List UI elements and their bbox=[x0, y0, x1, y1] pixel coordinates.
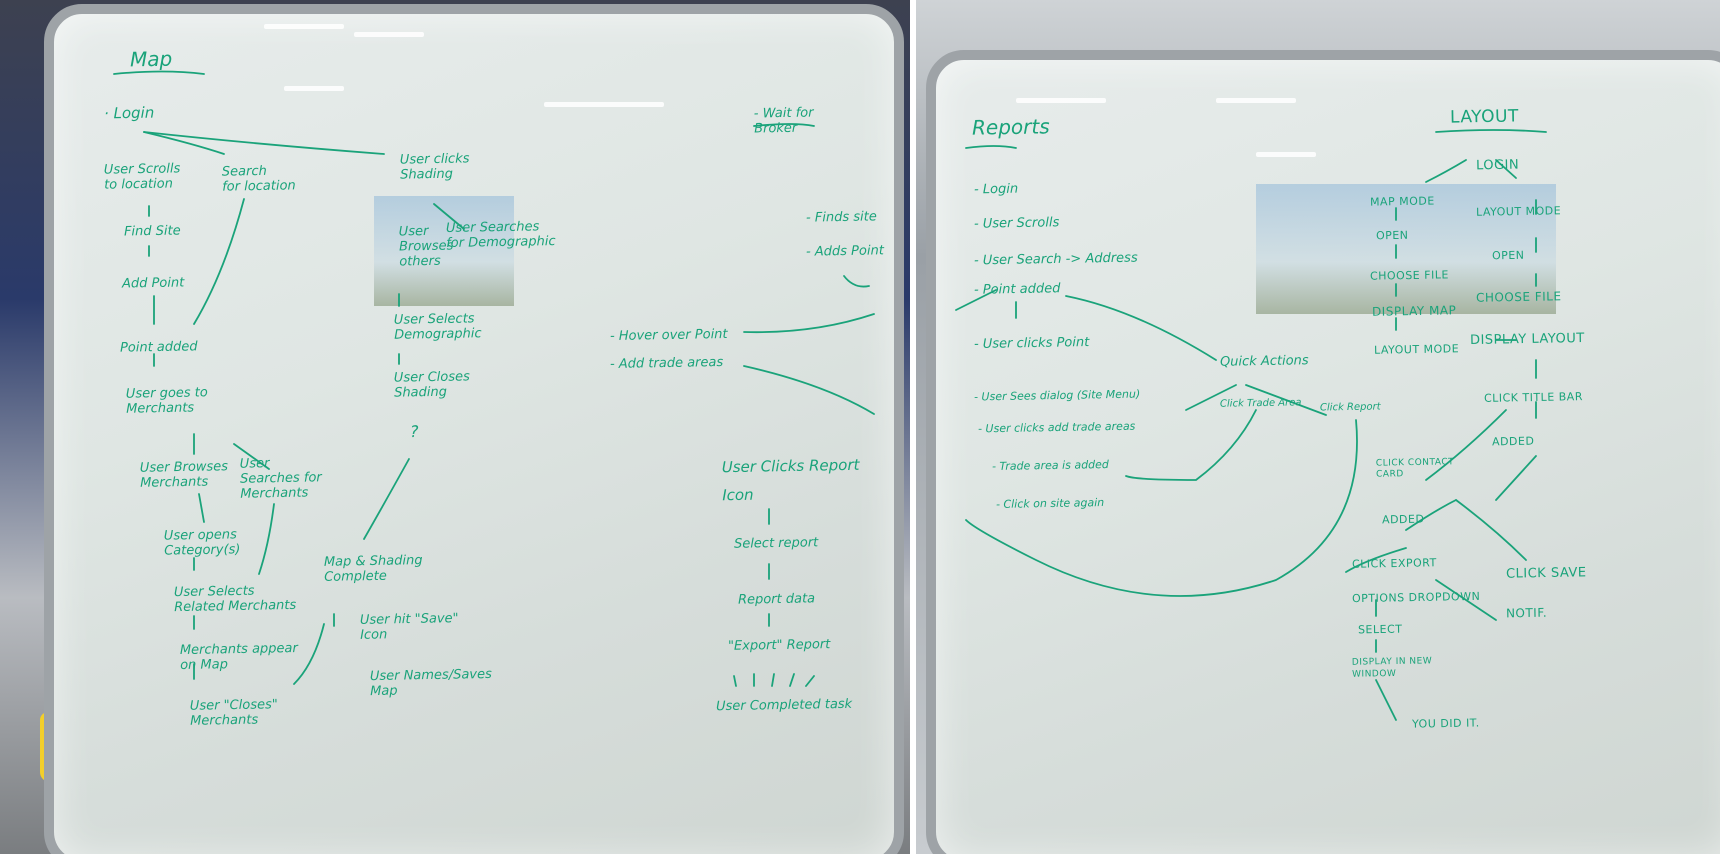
map-user-completed-task: User Completed task bbox=[715, 696, 853, 715]
map-user-names-saves: User Names/Saves Map bbox=[369, 666, 492, 700]
map-user-selects-demographic: User Selects Demographic bbox=[393, 311, 482, 343]
ceiling-light-reflection bbox=[264, 24, 344, 29]
layout-notif: NOTIF. bbox=[1505, 605, 1548, 621]
map-user-clicks-shading: User clicks Shading bbox=[399, 151, 470, 183]
layout-added-b: ADDED bbox=[1381, 512, 1425, 527]
layout-you-did-it: YOU DID IT. bbox=[1411, 716, 1480, 731]
map-report-data: Report data bbox=[737, 591, 816, 608]
map-export-report: "Export" Report bbox=[727, 637, 831, 654]
reports-user-scrolls: - User Scrolls bbox=[973, 215, 1060, 232]
layout-display-map: DISPLAY MAP bbox=[1371, 303, 1457, 319]
layout-open-a: OPEN bbox=[1375, 228, 1409, 243]
window-reflection bbox=[1256, 184, 1556, 314]
map-user-clicks-report: User Clicks Report Icon bbox=[721, 455, 860, 505]
left-whiteboard-photo: Map · Login User Scrolls to location Sea… bbox=[0, 0, 910, 854]
map-whiteboard: Map · Login User Scrolls to location Sea… bbox=[44, 4, 904, 854]
reports-layout-whiteboard: Reports - Login - User Scrolls - User Se… bbox=[926, 50, 1720, 854]
map-user-opens: User opens Category(s) bbox=[163, 527, 241, 559]
map-add-trade-areas: - Add trade areas bbox=[609, 355, 724, 372]
map-user-hit-save: User hit "Save" Icon bbox=[359, 611, 459, 643]
map-search-location: Search for location bbox=[221, 163, 296, 195]
layout-title: LAYOUT bbox=[1449, 106, 1520, 128]
map-login: · Login bbox=[103, 103, 155, 123]
map-select-report: Select report bbox=[733, 535, 819, 552]
layout-choose-file-b: CHOOSE FILE bbox=[1475, 289, 1562, 305]
reports-login: - Login bbox=[973, 181, 1019, 198]
layout-options-dropdown: OPTIONS DROPDOWN bbox=[1351, 589, 1481, 606]
map-user-scrolls: User Scrolls to location bbox=[103, 161, 181, 193]
layout-choose-file-a: CHOOSE FILE bbox=[1369, 268, 1449, 283]
map-adds-point: - Adds Point bbox=[805, 243, 884, 260]
map-wait-for-broker: - Wait for Broker bbox=[753, 105, 814, 137]
reports-user-clicks-add-trade: - User clicks add trade areas bbox=[977, 419, 1136, 436]
layout-display-layout: DISPLAY LAYOUT bbox=[1469, 330, 1585, 349]
map-user-closes: User "Closes" Merchants bbox=[189, 697, 278, 729]
map-hover-over-point: - Hover over Point bbox=[609, 326, 728, 345]
map-add-point: Add Point bbox=[121, 275, 185, 292]
reports-quick-actions: Quick Actions bbox=[1219, 353, 1309, 370]
map-shading-complete: Map & Shading Complete bbox=[323, 553, 423, 585]
map-title: Map bbox=[129, 46, 173, 72]
ceiling-light-reflection bbox=[1016, 98, 1106, 103]
ceiling-light-reflection bbox=[544, 102, 664, 107]
layout-open-b: OPEN bbox=[1491, 248, 1525, 263]
map-question-mark: ? bbox=[409, 421, 419, 442]
reports-user-clicks-point: - User clicks Point bbox=[973, 334, 1090, 353]
layout-added-a: ADDED bbox=[1491, 434, 1535, 449]
layout-display-new-window: DISPLAY IN NEW WINDOW bbox=[1351, 656, 1433, 680]
ceiling-light-reflection bbox=[354, 32, 424, 37]
map-user-goes-to: User goes to Merchants bbox=[125, 385, 208, 417]
layout-click-export: CLICK EXPORT bbox=[1351, 556, 1437, 571]
map-user-selects-related: User Selects Related Merchants bbox=[173, 583, 297, 616]
reports-title: Reports bbox=[971, 114, 1050, 140]
flow-connectors bbox=[113, 70, 875, 687]
map-user-browses: User Browses Merchants bbox=[139, 459, 229, 491]
layout-click-save: CLICK SAVE bbox=[1505, 565, 1587, 582]
map-user-searches-for: User Searches for Merchants bbox=[239, 456, 322, 502]
map-finds-site: - Finds site bbox=[805, 209, 877, 226]
reports-point-added: - Point added bbox=[973, 281, 1061, 298]
ceiling-light-reflection bbox=[1256, 152, 1316, 157]
map-point-added: Point added bbox=[119, 339, 198, 356]
photo-divider bbox=[910, 0, 916, 854]
layout-login: LOGIN bbox=[1475, 157, 1520, 174]
reports-user-sees-dialog: - User Sees dialog (Site Menu) bbox=[973, 387, 1141, 404]
layout-layout-mode-b: LAYOUT MODE bbox=[1373, 342, 1460, 357]
layout-map-mode: MAP MODE bbox=[1369, 194, 1435, 209]
layout-layout-mode: LAYOUT MODE bbox=[1475, 204, 1562, 219]
layout-select: SELECT bbox=[1357, 622, 1403, 637]
map-merchants-appear: Merchants appear on Map bbox=[179, 640, 298, 674]
layout-click-contact-card: CLICK CONTACT CARD bbox=[1375, 457, 1455, 480]
map-user-closes-shading: User Closes Shading bbox=[393, 369, 470, 401]
reports-click-on-site-again: - Click on site again bbox=[995, 496, 1105, 511]
ceiling-light-reflection bbox=[1216, 98, 1296, 103]
reports-click-report: Click Report bbox=[1319, 401, 1381, 414]
layout-click-title: CLICK TITLE BAR bbox=[1483, 390, 1584, 405]
reports-click-trade-area: Click Trade Area bbox=[1219, 397, 1302, 410]
reports-user-search-address: - User Search -> Address bbox=[973, 250, 1138, 269]
ceiling-light-reflection bbox=[284, 86, 344, 91]
reports-trade-area-added: - Trade area is added bbox=[991, 457, 1109, 474]
right-whiteboard-photo: Reports - Login - User Scrolls - User Se… bbox=[916, 0, 1720, 854]
map-find-site: Find Site bbox=[123, 223, 181, 240]
map-user-searches-demographic: User Searches for Demographic bbox=[445, 219, 556, 251]
